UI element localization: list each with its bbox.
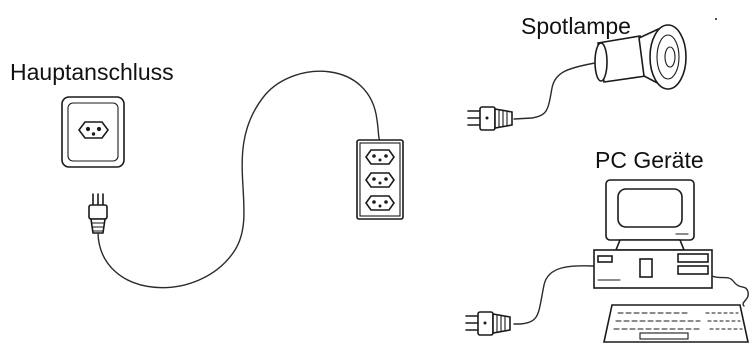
label-hauptanschluss: Hauptanschluss: [10, 59, 174, 85]
computer-monitor-icon: [605, 179, 695, 251]
pc-plug-icon: [465, 311, 511, 336]
scan-speck: [715, 18, 717, 20]
computer-case-icon: [593, 249, 713, 289]
keyboard-icon: [603, 304, 749, 343]
spotlight-icon: [594, 24, 687, 90]
label-pc-geraete: PC Geräte: [595, 147, 704, 173]
spotlight-cable: [513, 62, 596, 120]
spotlight-plug-icon: [467, 106, 513, 131]
wall-socket-icon: [61, 96, 125, 168]
plug-icon: [88, 193, 108, 234]
keyboard-cable: [711, 275, 749, 307]
label-spotlampe: Spotlampe: [521, 13, 631, 39]
power-strip-icon: [356, 139, 404, 220]
pc-cable: [513, 265, 595, 325]
main-extension-cable: [97, 70, 381, 289]
